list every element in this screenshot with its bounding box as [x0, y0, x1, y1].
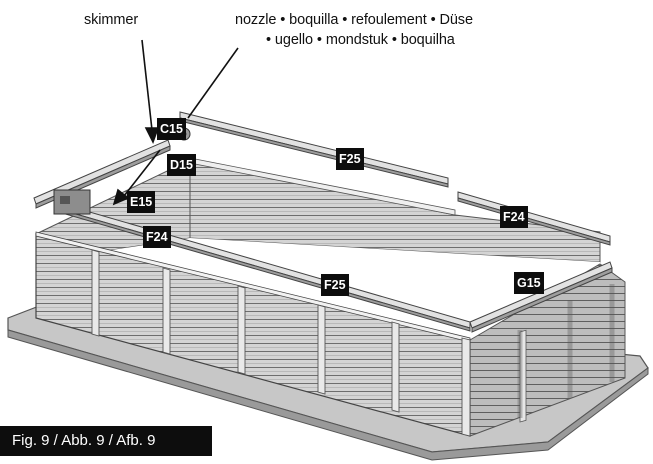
- figure-caption: Fig. 9 / Abb. 9 / Afb. 9: [0, 426, 212, 456]
- part-tag-f25-top: F25: [336, 148, 364, 170]
- nozzle-label-line1: nozzle • boquilla • refoulement • Düse: [235, 12, 473, 28]
- part-tag-e15: E15: [127, 191, 156, 213]
- nozzle-label-line2: • ugello • mondstuk • boquilha: [266, 32, 455, 48]
- right-wall: [469, 263, 626, 437]
- part-tag-f24-right: F24: [500, 206, 528, 228]
- front-wall: [35, 231, 471, 437]
- part-tag-f25-front: F25: [321, 274, 349, 296]
- part-tag-f24-left: F24: [143, 226, 171, 248]
- skimmer-label: skimmer: [84, 12, 139, 28]
- part-tag-g15: G15: [514, 272, 544, 294]
- leader-lines: [112, 39, 239, 206]
- part-tag-d15: D15: [167, 154, 196, 176]
- pool-floor: [40, 238, 600, 340]
- skimmer-unit: [53, 189, 91, 215]
- part-tag-c15: C15: [157, 118, 186, 140]
- front-wall-posts: [91, 249, 471, 437]
